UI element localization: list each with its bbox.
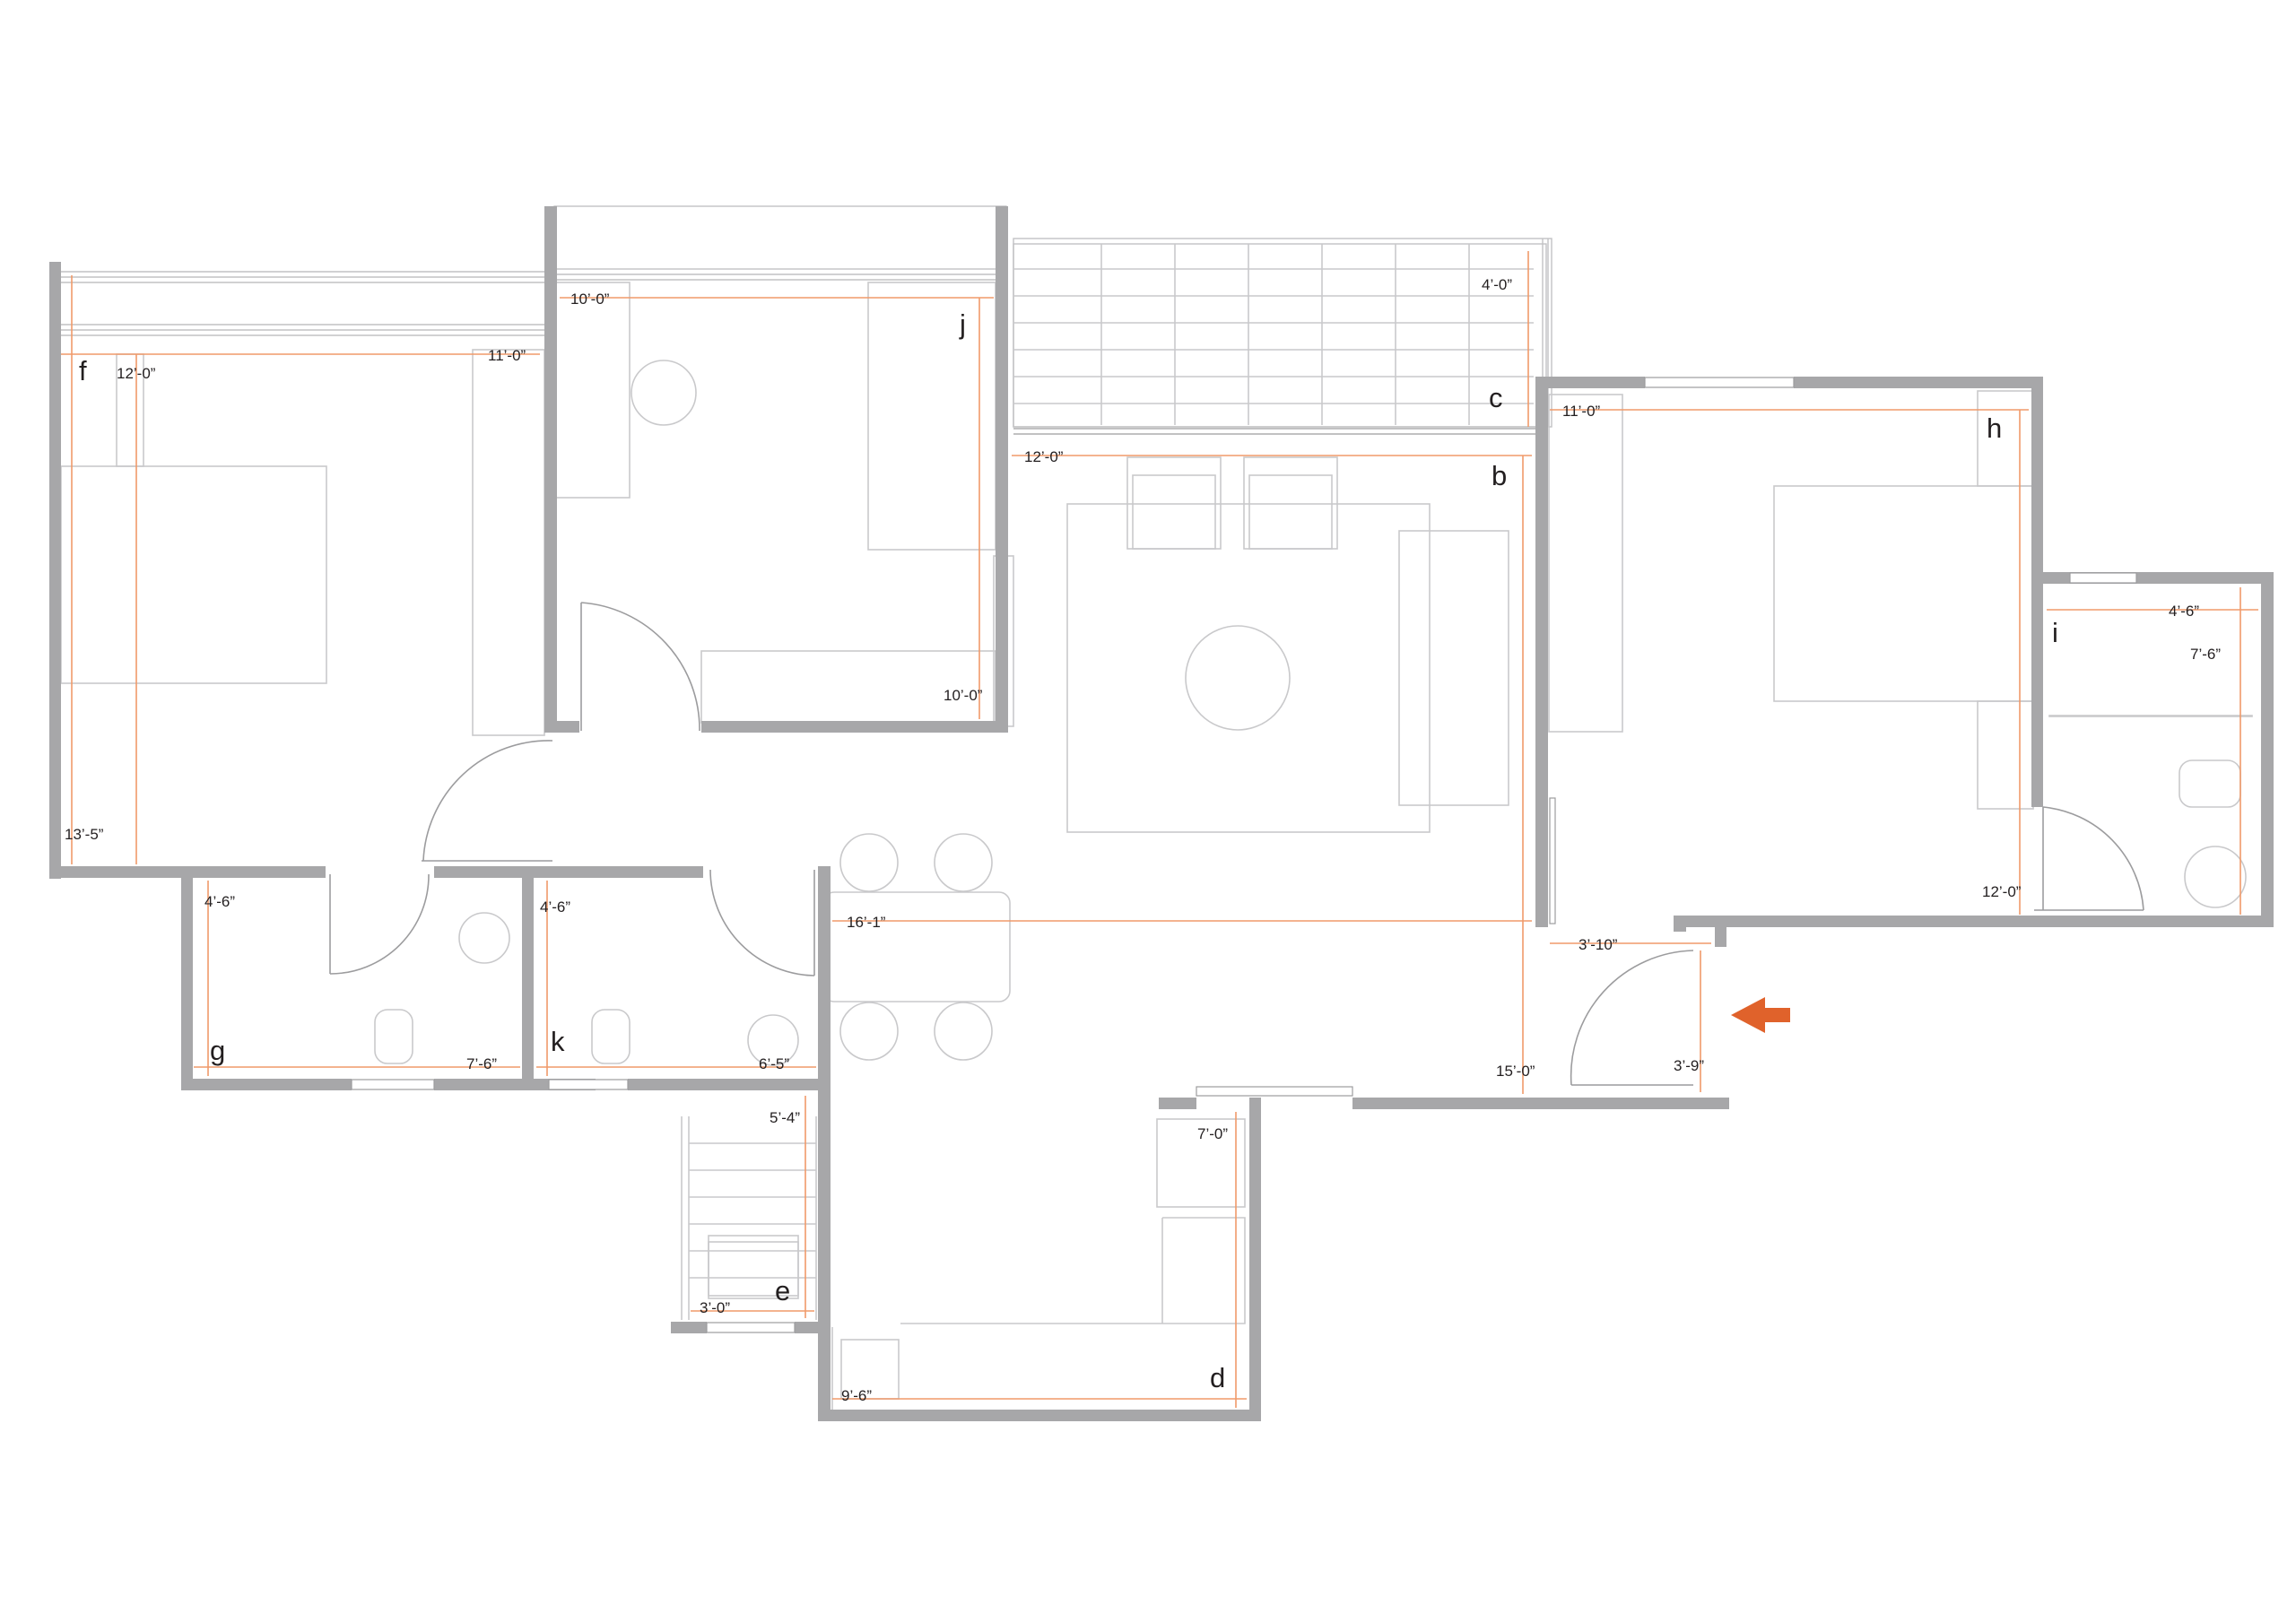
- furniture: [60, 282, 2253, 1410]
- dimension-lines: [61, 251, 2258, 1408]
- sink-i: [2179, 759, 2241, 808]
- dimension-label: 3’-10”: [1578, 936, 1618, 953]
- dimension-label: 10’-0”: [570, 291, 610, 308]
- room-label-f: f: [79, 355, 87, 386]
- desk-j: [555, 282, 631, 499]
- dimension-label: 15’-0”: [1496, 1063, 1535, 1080]
- room-labels: b c d e f g h i j k: [79, 308, 2058, 1393]
- dining-table: [822, 891, 1011, 1002]
- dimension-label: 4’-0”: [1482, 276, 1512, 293]
- dimension-label: 13’-5”: [65, 826, 104, 843]
- room-label-i: i: [2052, 617, 2058, 648]
- room-label-k: k: [551, 1026, 565, 1057]
- armchair-1: [1126, 456, 1222, 550]
- sofa-b: [1398, 530, 1509, 806]
- coffee-table: [1185, 625, 1291, 731]
- dimension-label: 7’-6”: [2190, 646, 2221, 663]
- dimension-label: 12’-0”: [1982, 883, 2022, 900]
- dimension-label: 9’-6”: [841, 1387, 872, 1404]
- dimension-labels: 12’-0” 13’-5” 11’-0” 10’-0” 10’-0” 4’-0”…: [65, 276, 2221, 1404]
- dining-chair: [934, 833, 993, 892]
- sink-g: [458, 912, 510, 964]
- armchair-2: [1243, 456, 1338, 550]
- toilet-g: [374, 1009, 413, 1064]
- wardrobe-f: [472, 349, 545, 736]
- dimension-label: 3’-0”: [700, 1299, 730, 1316]
- room-label-h: h: [1987, 412, 2002, 444]
- room-label-g: g: [210, 1035, 225, 1066]
- room-label-b: b: [1492, 460, 1507, 491]
- sink-k: [747, 1014, 799, 1066]
- balcony-railings: [56, 205, 1552, 428]
- dimension-label: 7’-6”: [466, 1055, 497, 1072]
- bed-j: [867, 282, 996, 551]
- dimension-label: 4’-6”: [540, 898, 570, 916]
- room-label-j: j: [959, 308, 966, 340]
- dimension-label: 12’-0”: [1024, 448, 1064, 465]
- dimension-label: 16’-1”: [847, 914, 886, 931]
- chair-j: [631, 360, 697, 426]
- room-label-d: d: [1210, 1362, 1225, 1393]
- dimension-label: 7’-0”: [1197, 1125, 1228, 1142]
- walls: [49, 206, 2274, 1421]
- bed-f: [60, 465, 327, 684]
- dimension-label: 11’-0”: [488, 347, 526, 364]
- room-label-e: e: [775, 1275, 790, 1306]
- deck-planks: [1013, 244, 1543, 435]
- dimension-label: 4’-6”: [2169, 603, 2199, 620]
- dimension-label: 10’-0”: [944, 687, 983, 704]
- bed-h: [1773, 485, 2035, 702]
- dimension-label: 4’-6”: [204, 893, 235, 910]
- entry-arrow-icon: [1731, 997, 1790, 1033]
- fridge: [1156, 1118, 1246, 1208]
- dimension-label: 3’-9”: [1674, 1057, 1704, 1074]
- dining-chair: [839, 1002, 899, 1061]
- dimension-label: 5’-4”: [770, 1109, 800, 1126]
- doors: [329, 602, 2144, 1086]
- wardrobe-h: [1548, 394, 1623, 733]
- dimension-label: 11’-0”: [1562, 403, 1601, 420]
- dimension-label: 6’-5”: [759, 1055, 789, 1072]
- rug: [1066, 503, 1431, 833]
- toilet-i: [2184, 846, 2247, 908]
- dining-chair: [934, 1002, 993, 1061]
- dimension-label: 12’-0”: [117, 365, 156, 382]
- room-label-c: c: [1489, 382, 1503, 413]
- windows: [351, 377, 2137, 1333]
- dining-chair: [839, 833, 899, 892]
- toilet-k: [591, 1009, 631, 1064]
